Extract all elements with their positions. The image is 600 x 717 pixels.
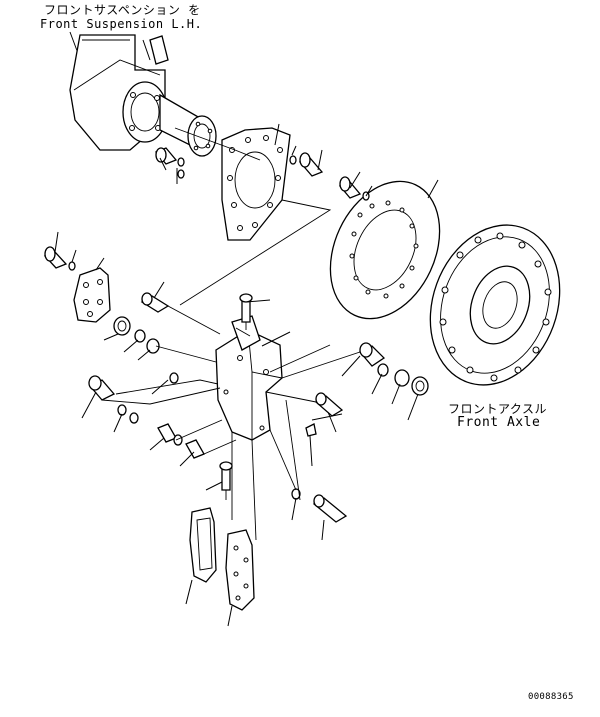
guide-pin-lower — [291, 488, 348, 523]
front-axle-hub — [429, 224, 561, 386]
suspension-label-japanese: フロントサスペンション を — [44, 3, 201, 17]
nipple-small — [169, 372, 179, 384]
front-axle-label-english: Front Axle — [457, 415, 541, 430]
index-leaders — [54, 39, 439, 627]
brake-pad-outer — [225, 529, 255, 611]
brake-mounting-bracket — [221, 127, 291, 241]
guide-pin-right — [305, 392, 344, 437]
suspension-label-english: Front Suspension L.H. — [40, 17, 203, 31]
brake-disc — [329, 180, 441, 320]
hub-bolt — [154, 147, 185, 179]
brake-pad-inner — [189, 507, 217, 583]
caliper-top-bolt — [239, 293, 253, 323]
fitting-lower — [157, 423, 205, 459]
front-axle-label-japanese: フロントアクスル — [448, 402, 548, 416]
left-shim-plate — [73, 267, 111, 323]
caliper-bottom-bolt — [219, 461, 233, 491]
bushing-left — [113, 316, 160, 354]
spindle-hub — [159, 93, 217, 157]
document-number: 00088365 — [528, 692, 574, 702]
piston-right — [358, 342, 429, 396]
left-bolt — [43, 246, 76, 271]
bleeder-bolt — [88, 375, 139, 424]
assembly-guide-lines — [101, 127, 361, 541]
bracket-bolt — [289, 152, 324, 177]
front-suspension-housing — [69, 34, 169, 151]
brake-caliper — [215, 315, 283, 441]
